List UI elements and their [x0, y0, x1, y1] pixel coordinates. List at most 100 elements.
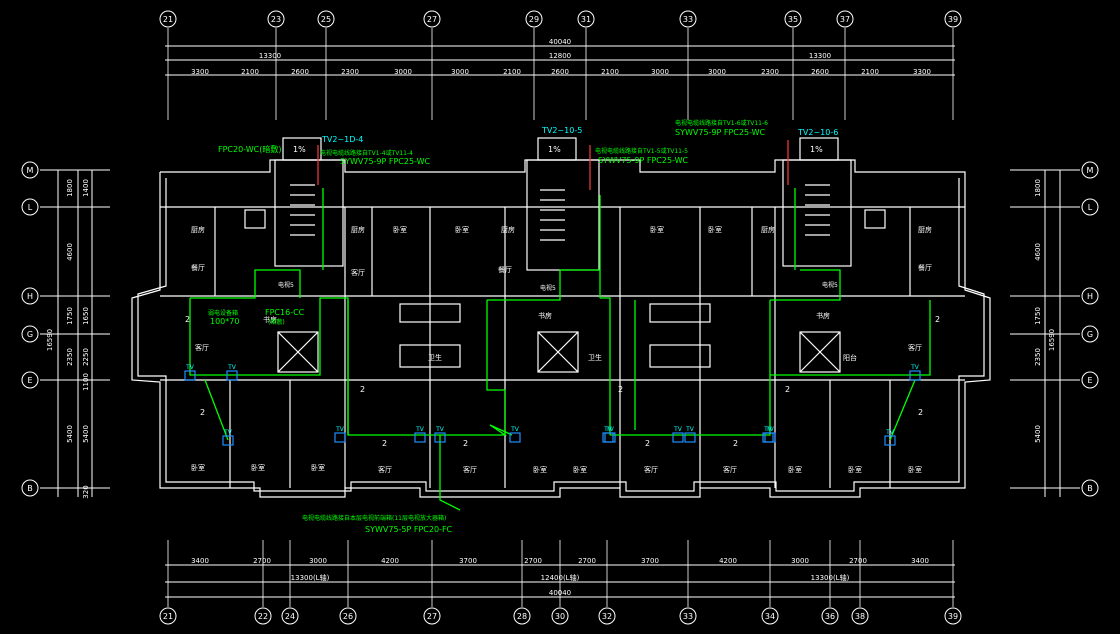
axis-bubble-top: 23 — [267, 10, 285, 120]
axis-label: M — [27, 166, 34, 175]
axis-label: G — [1087, 330, 1093, 339]
axis-bubble-left: E — [21, 371, 39, 389]
left-dim-seg: 1650 — [82, 307, 90, 325]
axis-bubble-top: 29 — [525, 10, 543, 120]
axis-bubble-top: 33 — [679, 10, 697, 120]
room-label-toilet: 卫生 — [428, 353, 442, 362]
axis-label: 24 — [285, 612, 295, 621]
axis-bubble-left: B — [21, 479, 39, 497]
axis-label: 27 — [427, 15, 437, 24]
tv-outlet-label: TV — [763, 426, 773, 433]
room-label-living: 客厅 — [463, 465, 477, 474]
annotations: TV2~1D-4 TV2~10-5 TV2~10-6 电视电缆线路接自TV1-4… — [208, 119, 838, 534]
axis-bubble-left: H — [21, 287, 39, 305]
bottom-dim-segment: 2700 — [253, 557, 271, 565]
left-dim-seg: 320 — [82, 485, 90, 498]
top-dim-segment: 2600 — [811, 68, 829, 76]
tv-outlet-label: TV — [435, 426, 445, 433]
bottom-cable-spec: SYWV75-5P FPC20-FC — [365, 525, 453, 534]
top-dim-segment: 2600 — [291, 68, 309, 76]
top-dim-segment: 2600 — [551, 68, 569, 76]
riser-note-1: 电视电缆线路接自TV1-4或TV11-4 — [320, 149, 413, 157]
axis-label: 30 — [555, 612, 565, 621]
left-dim-seg: 4600 — [66, 243, 74, 261]
axis-label: 21 — [163, 612, 173, 621]
axis-bubble-top: 27 — [423, 10, 441, 120]
left-dim-overall: 16590 — [46, 329, 54, 351]
axis-bubble-bottom: 39 — [944, 540, 962, 625]
tv-outlet: TV — [222, 429, 234, 446]
room-label-bedroom: 卧室 — [251, 463, 265, 472]
right-dim-overall: 16590 — [1048, 329, 1056, 351]
axis-label: 37 — [840, 15, 850, 24]
roof-mark-2: 1% — [548, 145, 561, 154]
top-dim-overall: 40040 — [549, 38, 571, 46]
axis-label: 29 — [529, 15, 539, 24]
room-label-bedroom: 卧室 — [848, 465, 862, 474]
tv-outlet-label: TV — [603, 426, 613, 433]
axis-bubble-bottom: 38 — [851, 540, 869, 625]
axis-label: E — [1087, 376, 1092, 385]
axis-label: E — [27, 376, 32, 385]
room-label-study: 书房 — [263, 315, 277, 324]
axis-bubble-bottom: 27 — [423, 540, 441, 625]
bottom-dim-segment: 2700 — [849, 557, 867, 565]
roof-mark-1: 1% — [293, 145, 306, 154]
axis-label: H — [1087, 292, 1093, 301]
left-dim-seg: 2250 — [82, 348, 90, 366]
axis-bubble-left: M — [21, 161, 39, 179]
room-label-study: 书房 — [816, 311, 830, 320]
bottom-dim-segment: 2700 — [524, 557, 542, 565]
right-dimension-lines — [1010, 169, 1080, 497]
axis-label: L — [28, 203, 33, 212]
axis-label: 32 — [602, 612, 612, 621]
top-dim-segment: 2100 — [601, 68, 619, 76]
top-dim-segment: 3300 — [191, 68, 209, 76]
room-label-bedroom: 卧室 — [393, 225, 407, 234]
fpc-label-1: FPC20-WC(暗敷) — [218, 144, 282, 154]
axis-label: 34 — [765, 612, 775, 621]
cable-count: 2 — [935, 315, 940, 324]
axis-bubble-top: 37 — [836, 10, 854, 120]
top-dim-segment: 3000 — [708, 68, 726, 76]
right-dim-seg: 2350 — [1034, 348, 1042, 366]
top-dim-segment: 2100 — [503, 68, 521, 76]
axis-label: 31 — [581, 15, 591, 24]
tv-outlet: TV — [509, 426, 521, 443]
room-label-bedroom: 卧室 — [708, 225, 722, 234]
top-dim-middle: 12800 — [549, 52, 571, 60]
tv-unit-label-1: TV2~1D-4 — [321, 135, 363, 144]
bottom-dim-segment: 3400 — [191, 557, 209, 565]
axis-bubble-bottom: 26 — [339, 540, 357, 625]
axis-bubble-top: 21 — [159, 10, 177, 120]
axis-label: 28 — [517, 612, 527, 621]
cable-count: 2 — [918, 408, 923, 417]
axis-bubble-right: L — [1081, 198, 1099, 216]
axis-bubble-bottom: 33 — [679, 540, 697, 625]
fpc-label-2: FPC16-CC — [265, 308, 305, 317]
tv-outlet: TV — [909, 364, 921, 381]
axis-bubble-bottom: 32 — [598, 540, 616, 625]
tv-outlet-label: TV — [223, 429, 233, 436]
axis-label: 35 — [788, 15, 798, 24]
axis-bubble-right: G — [1081, 325, 1099, 343]
axis-label: 33 — [683, 15, 693, 24]
axis-label: 36 — [825, 612, 835, 621]
tv-outlet: TV — [334, 426, 346, 443]
room-label-study: 书房 — [538, 311, 552, 320]
right-dim-seg: 4600 — [1034, 243, 1042, 261]
bottom-dim-segment: 4200 — [381, 557, 399, 565]
axis-bubble-right: M — [1081, 161, 1099, 179]
cable-count: 2 — [360, 385, 365, 394]
axis-label: 38 — [855, 612, 865, 621]
room-label-bedroom: 卧室 — [573, 465, 587, 474]
room-label-bedroom: 卧室 — [908, 465, 922, 474]
axis-label: 27 — [427, 612, 437, 621]
axis-bubble-top: 31 — [577, 10, 595, 120]
cable-count: 2 — [733, 439, 738, 448]
axis-bubble-top: 25 — [317, 10, 335, 120]
